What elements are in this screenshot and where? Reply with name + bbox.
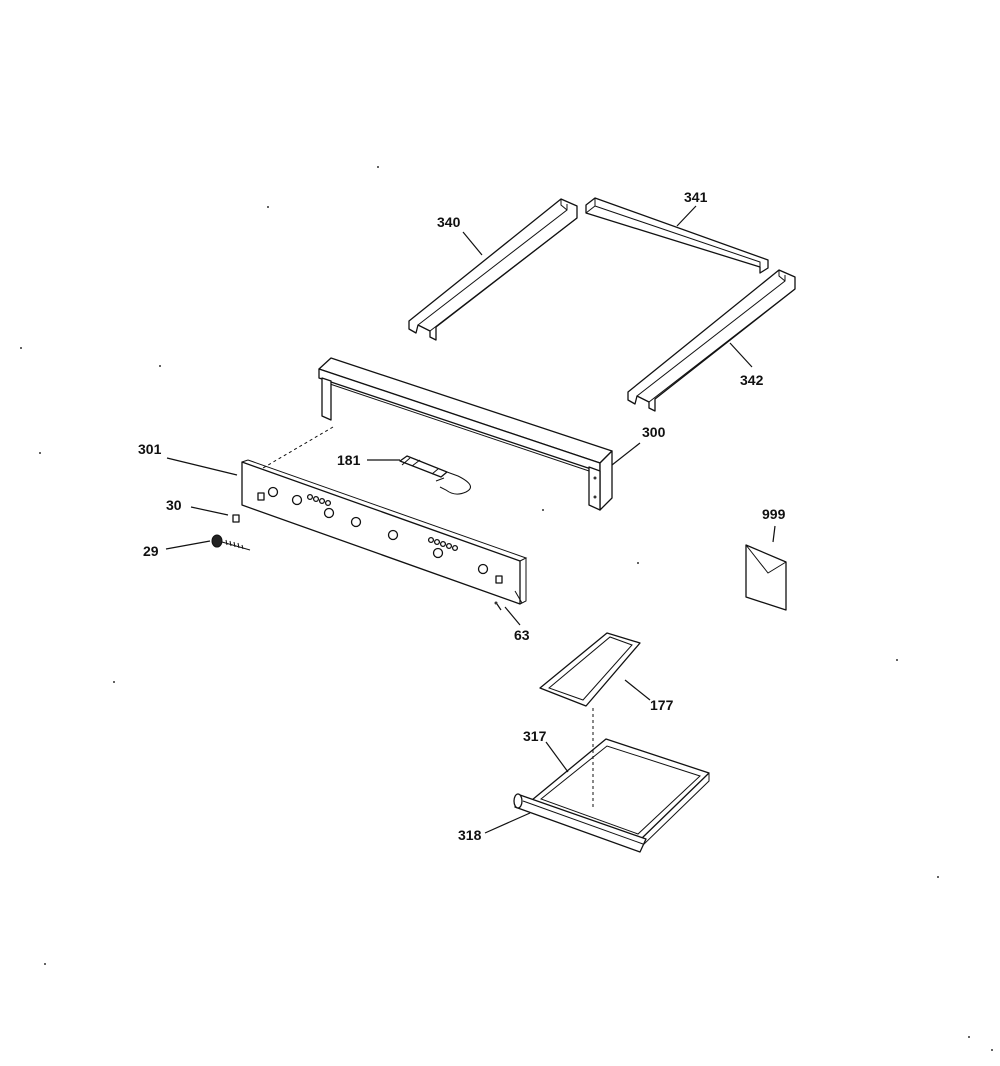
scan-specks [20,166,993,1051]
harness-181[interactable] [399,455,471,495]
alignment-lines [262,426,594,810]
tray-177[interactable] [539,632,641,707]
callout-30: 30 [166,497,182,513]
leader-lines [165,205,776,834]
callout-301: 301 [138,441,162,457]
rail-340[interactable] [408,198,578,341]
callout-342: 342 [740,372,764,388]
panel-indicator-holes [306,493,459,552]
callouts: 340 341 342 300 301 181 30 29 63 999 177… [138,189,786,843]
control-panel-301[interactable] [241,459,528,605]
callout-29: 29 [143,543,159,559]
rail-342[interactable] [627,269,796,412]
callout-181: 181 [337,452,361,468]
callout-300: 300 [642,424,666,440]
callout-177: 177 [650,697,674,713]
callout-999: 999 [762,506,786,522]
callout-341: 341 [684,189,708,205]
callout-63: 63 [514,627,530,643]
panel-knob-holes [267,486,489,575]
rail-341[interactable] [585,197,769,274]
callout-317: 317 [523,728,547,744]
handle-318[interactable] [513,793,647,853]
clip-30[interactable] [232,514,240,523]
callout-318: 318 [458,827,482,843]
envelope-999[interactable] [745,544,787,611]
screw-63[interactable] [494,601,502,611]
callout-340: 340 [437,214,461,230]
knob-29[interactable] [211,534,251,551]
trim-300[interactable] [318,357,613,511]
